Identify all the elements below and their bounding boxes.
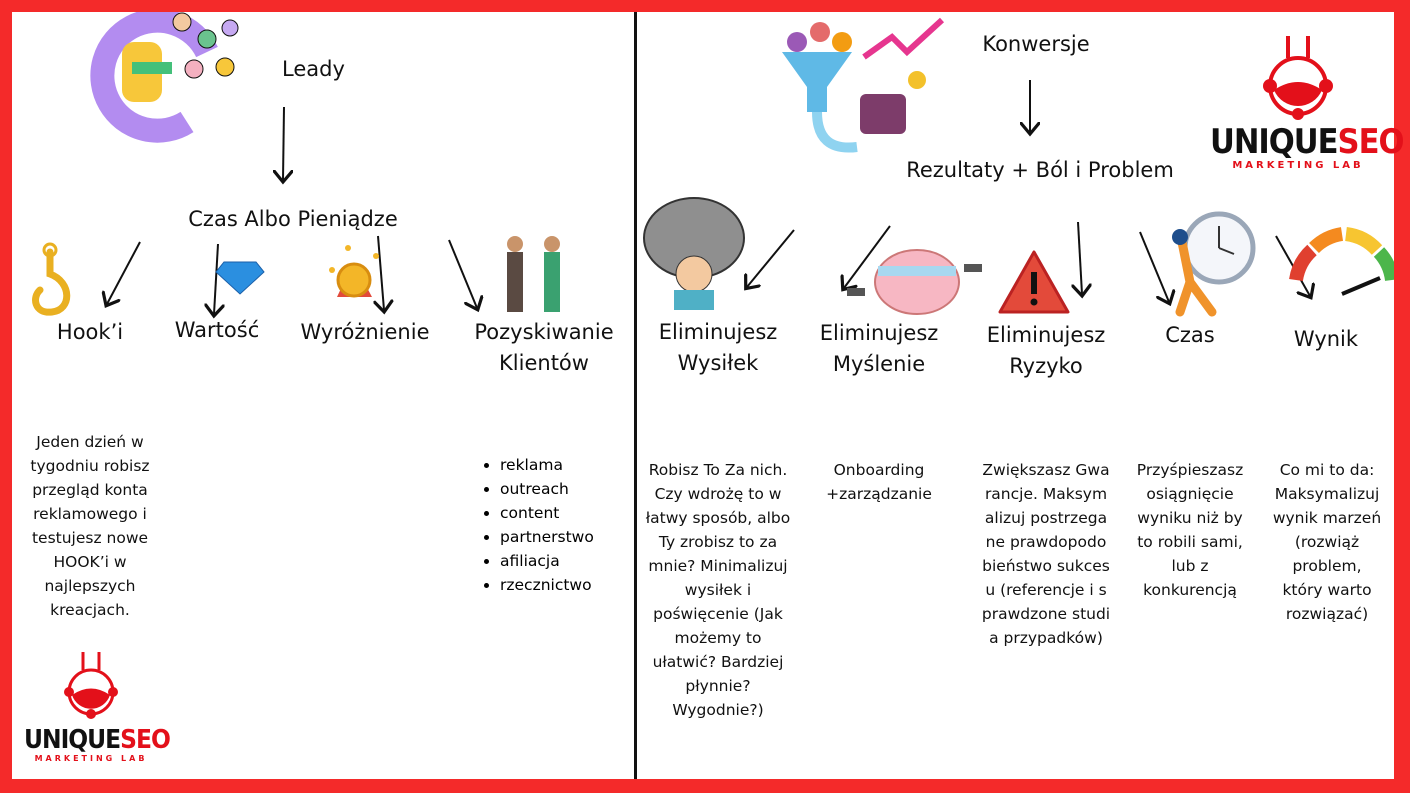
list-item: content [500,501,594,525]
label-line: Eliminujesz [819,321,939,345]
list-item: reklama [500,453,594,477]
list-item: partnerstwo [500,525,594,549]
arrows-and-illustrations [32,12,1394,779]
arrow [1078,221,1082,294]
funnel-conversion-icon [782,17,945,153]
left-subtitle: Czas Albo Pieniądze [188,207,398,231]
hook-icon [32,248,71,316]
risk-description: Zwiększasz Gwarancje. Maksymalizuj postr… [981,461,1111,647]
flask-logo-icon [64,652,118,719]
arrow [107,241,141,304]
lifting-boulder-icon [643,197,745,310]
label-line: Wysiłek [677,351,759,375]
result-description: Co mi to da: Maksymalizuj wynik marzeń (… [1272,461,1382,623]
gauge-icon [1289,227,1394,296]
logo-text: UNIQUE [1210,122,1339,162]
label-line: Ryzyko [1009,354,1083,378]
label-line: Myślenie [832,352,926,376]
column-label-result: Wynik [1293,327,1359,351]
column-label-value: Wartość [174,318,260,342]
hooks-description: Jeden dzień w tygodniu robisz przegląd k… [30,433,150,619]
arrow [283,106,284,180]
section-divider [634,12,637,779]
award-medal-icon [329,245,379,298]
label-line: Eliminujesz [658,320,778,344]
magnet-leads-icon [90,12,239,143]
time-description: Przyśpieszasz osiągnięcie wyniku niż by … [1136,461,1244,599]
thinking-description: Onboarding +zarządzanie [826,461,932,503]
infographic: Leady Czas Albo Pieniądze Hook’i Wartość… [12,12,1404,779]
list-item: outreach [500,477,594,501]
logo-text: SEO [1337,122,1405,162]
logo-text: SEO [120,725,171,755]
brand-logo: UNIQUESEO MARKETING LAB [1210,34,1404,171]
column-label-acquisition: Pozyskiwanie Klientów [474,317,613,379]
logo-tagline: MARKETING LAB [34,754,148,763]
logo-tagline: MARKETING LAB [1232,160,1364,171]
effort-description: Robisz To Za nich. Czy wdrożę to w łatwy… [645,461,791,719]
acquisition-list: reklama outreach content partnerstwo afi… [480,453,594,597]
arrow [747,229,795,287]
warning-icon [998,250,1070,314]
arrow [1139,231,1169,302]
list-item: afiliacja [500,549,594,573]
diamond-icon [215,261,265,295]
leads-title: Leady [282,57,345,81]
clock-icon [1172,211,1256,317]
brand-logo-bottom: UNIQUESEO MARKETING LAB [24,650,171,763]
label-line: Klientów [499,351,589,375]
label-line: Eliminujesz [986,323,1106,347]
list-item: rzecznictwo [500,573,594,597]
label-line: Pozyskiwanie [474,320,614,344]
arrow [378,235,384,310]
column-label-time: Czas [1165,323,1215,347]
flask-logo-icon [1263,36,1333,120]
column-label-distinction: Wyróżnienie [300,320,430,344]
arrow [214,243,218,314]
brain-icon [847,249,982,315]
handshake-icon [507,236,560,312]
arrow [448,239,477,308]
right-subtitle: Rezultaty + Ból i Problem [906,158,1174,182]
conversions-title: Konwersje [982,32,1090,56]
logo-text: UNIQUE [24,725,121,755]
column-label-hooks: Hook’i [56,320,124,344]
arrow [844,225,891,288]
